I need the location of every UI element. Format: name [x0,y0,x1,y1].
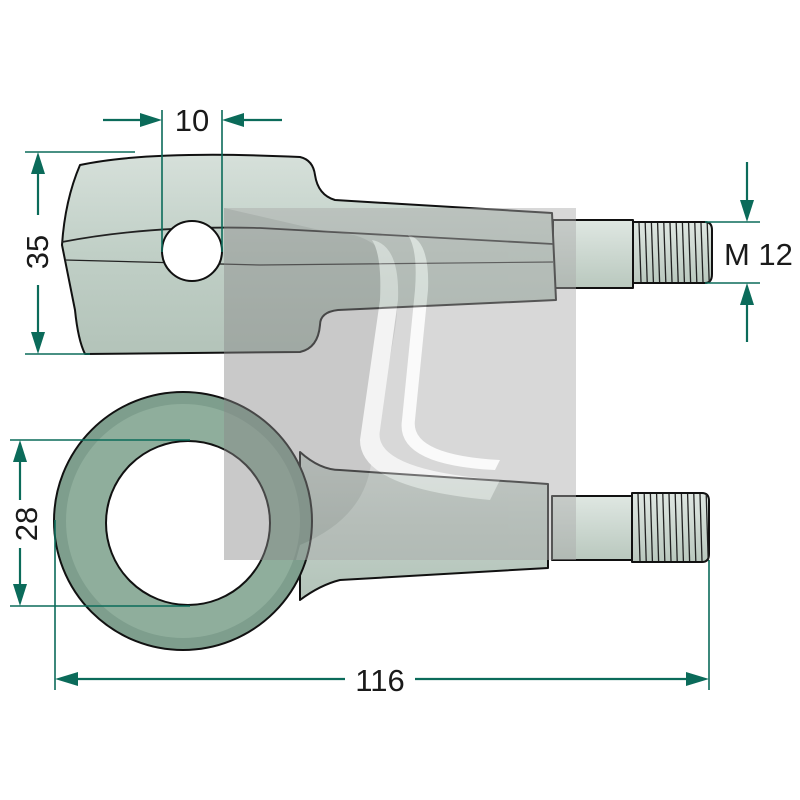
thread-ridge [649,493,654,562]
dim-head-height: 35 [20,151,135,355]
watermark-logo [224,208,576,560]
side-view [61,153,713,355]
thread-ridge [644,222,648,283]
thread-ridges-top [638,222,710,283]
thread-ridge [687,222,692,283]
thread-ridge [705,493,709,562]
dim-eye-diameter: 28 [9,439,190,607]
dim-overall-length: 116 [54,520,710,698]
thread-ridge [656,222,661,283]
thread-ridge [669,222,673,283]
dim-label-hole-width: 10 [175,103,209,138]
thread-ridge [700,222,704,283]
thread-ridges-bottom [637,493,709,562]
dim-hole-width: 10 [103,103,282,252]
thread-ridge [686,493,691,562]
thread-ridge [638,222,642,283]
thread-ridge [674,493,678,562]
thread-ridge [650,222,655,283]
dim-thread: M 12 [705,162,793,342]
dim-label-thread: M 12 [724,237,793,272]
eye-neck [299,451,549,601]
body-top [61,153,557,355]
thread-ridge [694,222,698,283]
eye-view [53,391,710,651]
thread-ridge [662,493,666,562]
eye-hole [105,440,271,606]
dim-label-overall-length: 116 [355,663,404,698]
thread-ridge [643,493,647,562]
thread-ridge [681,222,686,283]
dim-label-eye-diameter: 28 [9,507,44,541]
thread-ridge [680,493,685,562]
thread-ridge [706,222,710,283]
dim-label-head-height: 35 [20,235,55,269]
threaded-shank-bottom [551,495,633,561]
thread-ridge [637,493,641,562]
thread-ridge [675,222,679,283]
thread-ridge [663,222,667,283]
thread-ridge [668,493,672,562]
cross-hole [161,220,223,282]
thread-ridge [699,493,703,562]
thread-ridge [693,493,697,562]
thread-ridge [655,493,660,562]
